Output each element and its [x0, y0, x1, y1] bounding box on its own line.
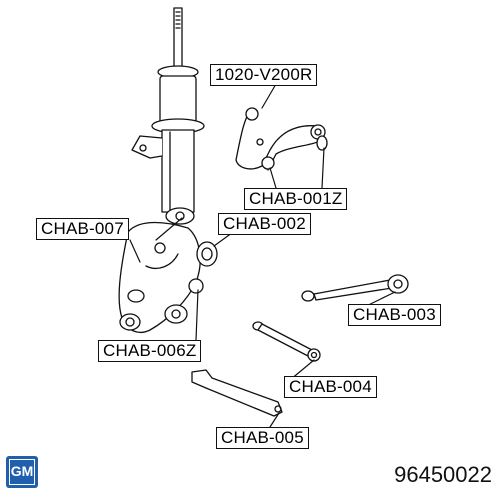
gm-logo: GM — [6, 456, 38, 488]
callout-chab-007: CHAB-007 — [36, 218, 129, 240]
callout-chab-004: CHAB-004 — [284, 376, 377, 398]
gm-logo-text: GM — [9, 459, 35, 485]
link-004 — [252, 321, 321, 362]
callout-chab-005: CHAB-005 — [216, 427, 309, 449]
lateral-link-003 — [301, 274, 409, 302]
callout-chab-002: CHAB-002 — [218, 213, 311, 235]
knuckle-assembly — [118, 221, 204, 333]
shock-absorber-strut — [151, 7, 205, 225]
part-number: 96450022 — [394, 462, 492, 487]
callout-chab-006z: CHAB-006Z — [98, 340, 202, 362]
callout-chab-001z: CHAB-001Z — [244, 188, 348, 210]
callout-1020-v200r: 1020-V200R — [210, 64, 318, 86]
link-005 — [191, 369, 283, 417]
upper-control-arm — [235, 107, 328, 171]
strut-bracket — [131, 135, 163, 159]
bushing-chab-002 — [196, 241, 218, 267]
callout-chab-003: CHAB-003 — [348, 304, 441, 326]
